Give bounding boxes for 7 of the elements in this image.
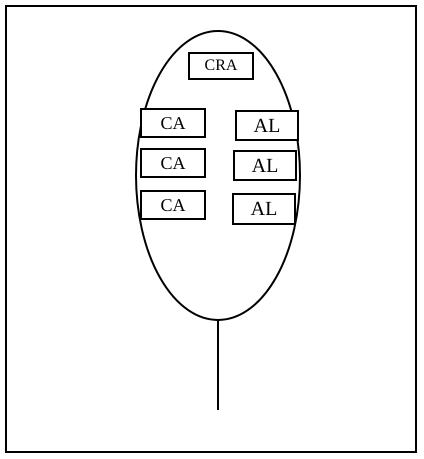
- label-box: CRA: [188, 52, 254, 80]
- label-box: CA: [140, 148, 206, 178]
- label-box: AL: [233, 150, 297, 181]
- label-box: CA: [140, 108, 206, 138]
- label-box: AL: [232, 193, 296, 225]
- label-box: CA: [140, 190, 206, 220]
- label-box: AL: [235, 110, 299, 141]
